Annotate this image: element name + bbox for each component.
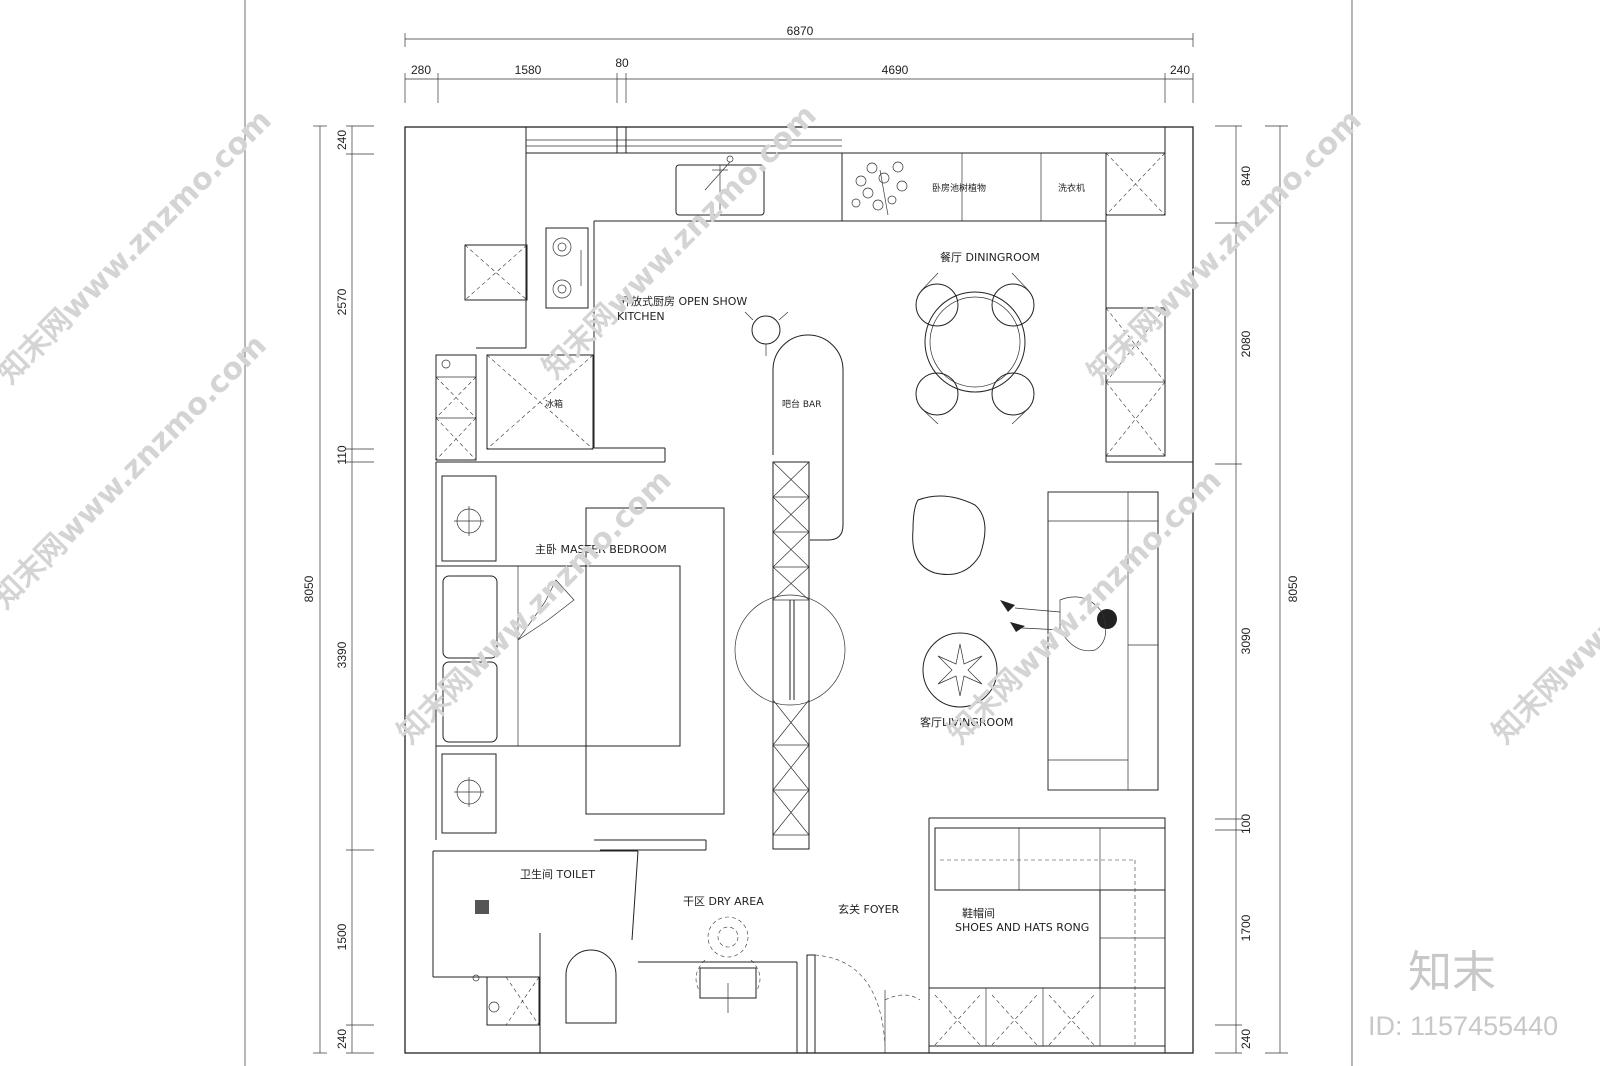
right-dimensions: 840 2080 3090 100 1700 240 8050 — [1215, 125, 1300, 1054]
divider-cell — [772, 496, 810, 533]
dim-left-seg-3: 110 — [335, 445, 349, 464]
coffee-table — [922, 632, 998, 708]
label-living: 客厅LIVINGROOM — [920, 715, 1013, 729]
entry-door — [806, 954, 921, 1054]
outer-wall — [404, 126, 1194, 1054]
dim-right-seg-1: 840 — [1239, 166, 1253, 186]
dim-top-seg-2: 1580 — [515, 63, 542, 77]
person-icon — [1000, 596, 1117, 652]
dim-right-total: 8050 — [1286, 575, 1300, 602]
kitchen-window — [525, 127, 1166, 154]
label-kitchen-1: 开放式厨房 OPEN SHOW — [620, 294, 747, 308]
divider-column — [772, 461, 810, 850]
watermarks: 知末网www.znzmo.com 知末网www.znzmo.com 知末网www… — [0, 98, 1600, 751]
dim-left-seg-4: 3390 — [335, 641, 349, 668]
label-kitchen-2: KITCHEN — [617, 310, 665, 323]
label-fridge: 冰箱 — [545, 398, 563, 410]
top-dimensions: 6870 280 1580 80 4690 240 — [404, 24, 1194, 103]
kitchen-column-box — [464, 244, 528, 301]
left-dimensions: 8050 240 2570 110 3390 1500 240 — [302, 125, 374, 1054]
dining-set — [915, 272, 1035, 425]
label-washer: 洗衣机 — [1058, 182, 1085, 194]
right-cabinet — [1105, 221, 1193, 463]
dim-left-seg-1: 240 — [335, 130, 349, 150]
watermark-5: 知末网www.znzmo.com — [391, 463, 679, 751]
watermark-4: 知末网www.znzmo.com — [0, 328, 274, 616]
divider-cell — [772, 531, 810, 568]
living-rug — [912, 495, 986, 575]
dim-right-seg-3: 3090 — [1239, 627, 1253, 654]
dim-top-seg-3: 80 — [615, 56, 629, 70]
cooktop — [545, 227, 589, 309]
dim-top-seg-1: 280 — [411, 63, 431, 77]
toilet-room — [432, 850, 639, 1053]
divider-cell — [772, 566, 810, 601]
label-bar: 吧台 BAR — [782, 398, 821, 410]
dim-top-seg-5: 240 — [1170, 63, 1190, 77]
top-cabinets: 卧房池树植物 洗衣机 — [841, 152, 1166, 222]
tall-cabinet-left — [435, 354, 477, 461]
label-shoes-en: SHOES AND HATS RONG — [955, 921, 1089, 934]
dim-left-seg-2: 2570 — [335, 288, 349, 315]
divider-cell — [772, 699, 810, 746]
label-shoes-cn: 鞋帽间 — [962, 906, 995, 920]
divider-frame — [772, 461, 810, 850]
dry-area-vanity — [638, 916, 798, 1053]
plant-icon — [851, 161, 908, 216]
label-toilet: 卫生间 TOILET — [520, 867, 595, 881]
watermark-2: 知末网www.znzmo.com — [536, 98, 824, 386]
label-plant: 卧房池树植物 — [932, 182, 986, 194]
dim-left-seg-5: 1500 — [335, 923, 349, 950]
pivot-door-arc — [734, 594, 846, 706]
watermark-7: 知末网www.znzmo.com — [1486, 463, 1600, 751]
floor-drain-icon — [475, 900, 489, 914]
sofa — [1047, 491, 1159, 791]
toilet-bowl-icon — [565, 949, 617, 1024]
nightstand-top — [441, 475, 497, 562]
divider-cell — [772, 744, 810, 791]
fridge: 冰箱 — [486, 354, 594, 450]
watermark-3: 知末网www.znzmo.com — [1081, 103, 1369, 391]
label-foyer: 玄关 FOYER — [838, 902, 900, 916]
kitchen-sink — [675, 155, 765, 216]
label-dry-area: 干区 DRY AREA — [683, 895, 764, 908]
dim-right-seg-4: 100 — [1239, 814, 1253, 834]
bar-counter: 吧台 BAR — [772, 334, 844, 541]
shoe-cabinet — [928, 817, 1166, 1053]
label-master-bedroom: 主卧 MASTER BEDROOM — [535, 543, 667, 556]
divider-cell — [772, 461, 810, 498]
watermark-6: 知末网www.znzmo.com — [941, 463, 1229, 751]
divider-cell — [772, 789, 810, 836]
dim-top-seg-4: 4690 — [882, 63, 909, 77]
bed — [435, 507, 725, 815]
dim-left-total: 8050 — [302, 575, 316, 602]
brand-id: ID: 1157455440 — [1368, 1011, 1558, 1041]
nightstand-bottom — [441, 753, 497, 834]
dim-right-seg-5: 1700 — [1239, 914, 1253, 941]
label-dining: 餐厅 DININGROOM — [940, 250, 1040, 264]
bar-stool — [744, 311, 789, 356]
dim-right-seg-6: 240 — [1239, 1029, 1253, 1049]
dim-left-seg-6: 240 — [335, 1029, 349, 1049]
brand-logo: 知末 — [1408, 947, 1496, 998]
dim-right-seg-2: 2080 — [1239, 330, 1253, 357]
dim-top-total: 6870 — [787, 24, 814, 38]
